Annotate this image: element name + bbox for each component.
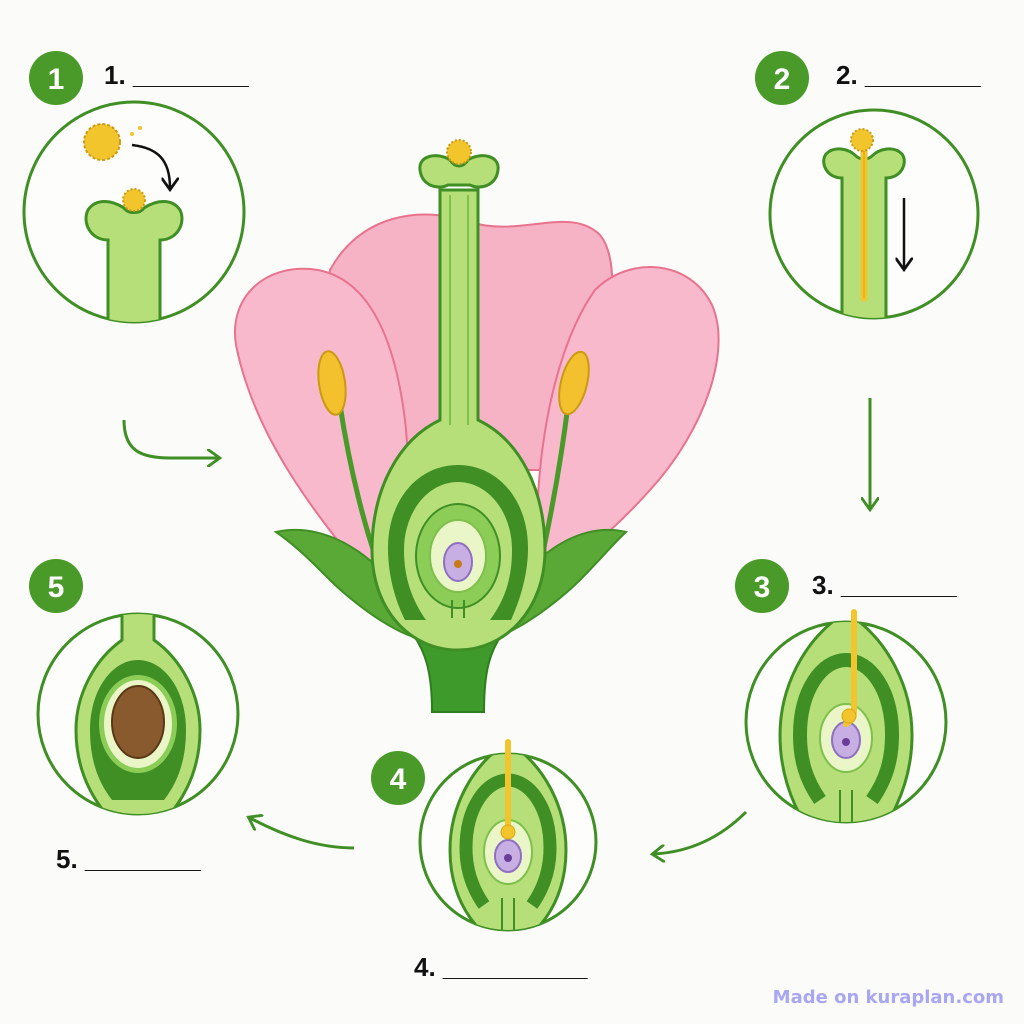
- step-badge: 4: [371, 751, 425, 805]
- landed-pollen: [122, 188, 146, 212]
- arrow-icon: [122, 419, 218, 458]
- step-3-label[interactable]: 3. ________: [812, 570, 957, 600]
- svg-text:1: 1: [48, 63, 65, 96]
- step-2-label[interactable]: 2. ________: [836, 60, 981, 90]
- svg-text:4: 4: [390, 763, 407, 796]
- pollen-dot: [130, 132, 134, 136]
- step-5-label[interactable]: 5. ________: [56, 844, 201, 874]
- step-2-circle: [768, 108, 980, 320]
- step-4-label[interactable]: 4. __________: [414, 952, 588, 982]
- svg-text:2: 2: [774, 63, 791, 96]
- ovary-wall: [388, 465, 528, 620]
- step-4-circle: [418, 739, 598, 932]
- arrow-icon: [250, 818, 355, 850]
- pollen-dot: [138, 126, 142, 130]
- step-badge: 5: [29, 559, 83, 613]
- svg-text:3: 3: [754, 571, 771, 604]
- central-flower: [233, 139, 720, 713]
- step-3-circle: [744, 609, 948, 824]
- step-badge: 2: [755, 51, 809, 105]
- step-badge: 3: [735, 559, 789, 613]
- arrow-down-icon: [131, 143, 170, 188]
- right-petal: [536, 266, 720, 582]
- step-badge: 1: [29, 51, 83, 105]
- micropyle: [451, 600, 465, 618]
- seed: [111, 685, 165, 759]
- svg-text:5: 5: [48, 571, 65, 604]
- step-1-label[interactable]: 1. ________: [104, 60, 249, 90]
- right-anther: [558, 350, 590, 416]
- step-5-circle: [36, 612, 240, 816]
- style-inner-line: [449, 195, 469, 425]
- pistil: [370, 188, 547, 652]
- watermark: Made on kuraplan.com: [772, 987, 1004, 1008]
- pollen-on-stigma: [850, 128, 874, 152]
- pollen-grain: [446, 139, 472, 165]
- stigma-1: [84, 200, 184, 322]
- left-anther: [317, 350, 347, 416]
- egg-nucleus: [454, 560, 462, 568]
- falling-pollen: [83, 123, 121, 161]
- flower-stem: [408, 629, 507, 713]
- step-1-circle: [22, 100, 246, 324]
- stigma: [418, 154, 500, 189]
- arrow-icon: [654, 810, 748, 854]
